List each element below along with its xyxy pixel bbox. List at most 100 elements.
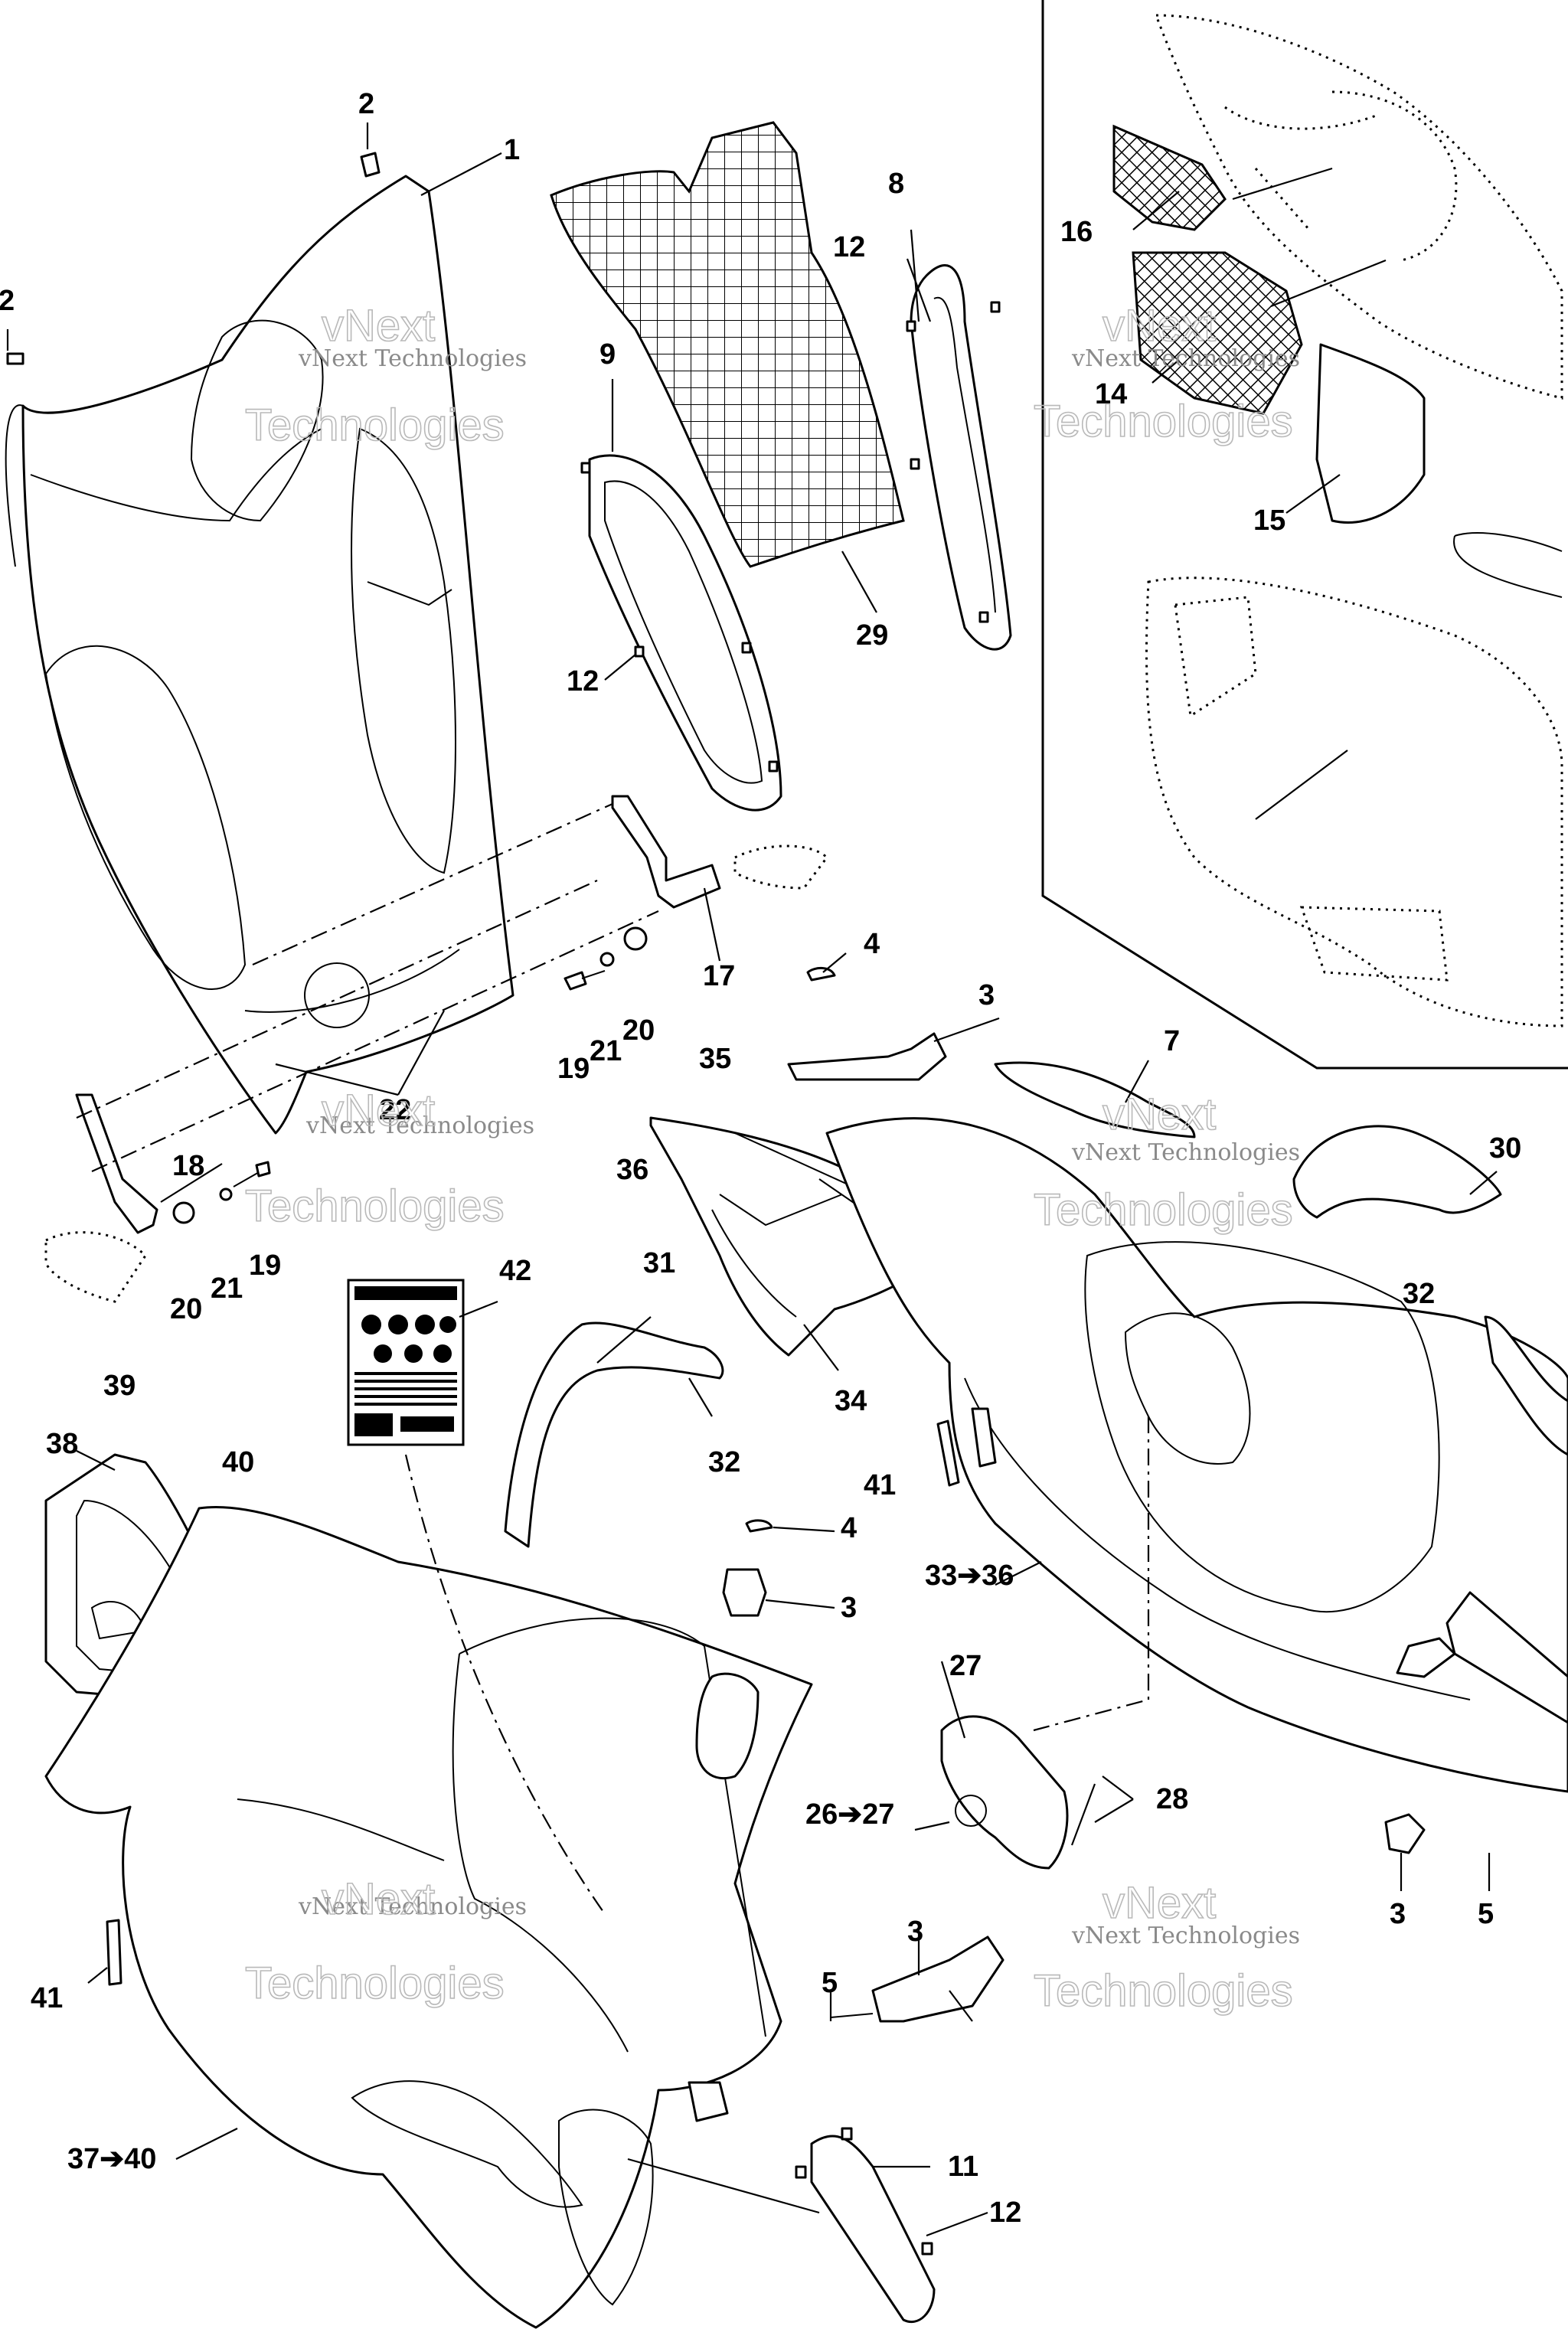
- callout-26-27: 26➔27: [805, 1798, 894, 1831]
- callout-19: 19: [557, 1053, 590, 1085]
- grip-3-lower: [871, 1936, 1004, 2023]
- callout-11: 11: [948, 2151, 978, 2183]
- clips-12: [580, 301, 1001, 2256]
- watermark-outline: vNext: [1102, 1878, 1216, 1928]
- handle-3-top: [787, 1032, 947, 1081]
- callout-1: 1: [504, 134, 520, 166]
- vent-frame-11: [810, 2135, 936, 2323]
- callout-2: 2: [358, 88, 374, 120]
- knob-3-right: [1384, 1813, 1426, 1854]
- cap-4-mid: [745, 1519, 773, 1533]
- callout-19: 19: [249, 1250, 281, 1282]
- callout-3: 3: [907, 1916, 923, 1948]
- callout-15: 15: [1253, 505, 1285, 537]
- knob-3-mid: [722, 1568, 767, 1617]
- strip-41-left: [106, 1919, 122, 1986]
- decal-42: [347, 1279, 465, 1446]
- trim-7: [994, 1061, 1196, 1138]
- callout-21: 21: [590, 1035, 622, 1067]
- watermark-text: vNext Technologies: [1071, 1922, 1300, 1949]
- mesh-panel-14: [1132, 251, 1303, 415]
- callout-22: 22: [379, 1094, 411, 1126]
- watermark-outline: vNext: [1102, 1089, 1216, 1139]
- callout-38: 38: [46, 1428, 78, 1460]
- callout-3: 3: [978, 979, 995, 1011]
- callout-40: 40: [222, 1446, 254, 1478]
- callout-20: 20: [622, 1014, 655, 1047]
- callout-37-40: 37➔40: [67, 2143, 156, 2175]
- fasteners-19-20-21-lower: [172, 1161, 271, 1224]
- callout-7: 7: [1164, 1025, 1180, 1057]
- watermark-outline: Technologies: [245, 1181, 505, 1231]
- vent-frame-8: [910, 264, 1012, 651]
- callout-27: 27: [949, 1650, 982, 1682]
- watermark-text: vNext Technologies: [1071, 1139, 1300, 1166]
- watermark-outline: vNext: [322, 1086, 435, 1135]
- callout-31: 31: [643, 1247, 675, 1279]
- callout-3: 3: [1390, 1898, 1406, 1930]
- callout-42: 42: [499, 1255, 531, 1287]
- callout-9: 9: [599, 338, 616, 371]
- inset-frame: [1041, 0, 1568, 1070]
- watermark-outline: vNext: [1102, 301, 1216, 351]
- callout-30: 30: [1489, 1132, 1521, 1165]
- callout-16: 16: [1060, 216, 1093, 248]
- mesh-panel-16: [1112, 124, 1227, 231]
- callout-39: 39: [103, 1370, 136, 1402]
- callout-41: 41: [31, 1982, 63, 2014]
- bracket-17: [611, 795, 828, 909]
- watermark-outline: Technologies: [1034, 397, 1293, 446]
- watermark-outline: Technologies: [245, 1958, 505, 2008]
- trim-31: [504, 1321, 724, 1548]
- callout-12: 12: [833, 231, 865, 263]
- watermark-outline: vNext: [322, 1874, 435, 1924]
- callout-12: 12: [567, 665, 599, 697]
- side-panel-1: [5, 175, 514, 1135]
- strip-41-right: [936, 1419, 960, 1487]
- callout-17: 17: [703, 960, 735, 992]
- watermark-text: vNext Technologies: [298, 1893, 527, 1920]
- watermark-text: vNext Technologies: [305, 1112, 534, 1139]
- callout-29: 29: [856, 619, 888, 652]
- watermark-outline: Technologies: [245, 400, 505, 450]
- callout-labels: 1 2 2 12 8 9 29 12 16 14 15 17 19 21 20 …: [0, 88, 1521, 2229]
- callout-4: 4: [864, 928, 880, 960]
- callout-28: 28: [1156, 1783, 1188, 1815]
- watermark-outline: vNext: [322, 301, 435, 351]
- callout-4: 4: [841, 1512, 857, 1544]
- pin-2-left: [6, 352, 24, 365]
- callout-33-36: 33➔36: [925, 1560, 1014, 1592]
- side-panel-37-40: [44, 1505, 813, 2329]
- callout-12: 12: [989, 2197, 1021, 2229]
- callout-18: 18: [172, 1150, 204, 1182]
- callout-32: 32: [1403, 1278, 1435, 1310]
- watermark-text: vNext Technologies: [298, 345, 527, 372]
- callout-5: 5: [822, 1967, 838, 1999]
- callout-21: 21: [211, 1272, 243, 1305]
- trim-30: [1292, 1125, 1502, 1219]
- callout-35: 35: [699, 1043, 731, 1075]
- bracket-26-27: [940, 1715, 1069, 1870]
- fasteners-19-20-21-upper: [564, 926, 648, 991]
- callout-41: 41: [864, 1469, 896, 1501]
- mesh-panel-29: [550, 121, 905, 568]
- leader-lines: [6, 122, 1498, 2237]
- side-panel-33-36: [825, 1117, 1568, 1793]
- vent-frame-9: [588, 454, 782, 812]
- callout-20: 20: [170, 1293, 202, 1325]
- callout-32: 32: [708, 1446, 740, 1478]
- watermark-outline: Technologies: [1034, 1185, 1293, 1235]
- cap-4-top: [806, 967, 836, 982]
- watermarks: vNext Technologies vNext Technologies vN…: [244, 300, 1300, 2017]
- bracket-18: [44, 1093, 158, 1303]
- watermark-outline: Technologies: [1034, 1966, 1293, 2016]
- callout-5: 5: [1478, 1898, 1494, 1930]
- pin-2-top: [360, 152, 381, 178]
- callout-34: 34: [835, 1385, 867, 1417]
- callout-14: 14: [1095, 378, 1127, 410]
- callout-36: 36: [616, 1154, 648, 1186]
- callout-8: 8: [888, 168, 904, 200]
- callout-2: 2: [0, 285, 15, 317]
- callout-3: 3: [841, 1592, 857, 1624]
